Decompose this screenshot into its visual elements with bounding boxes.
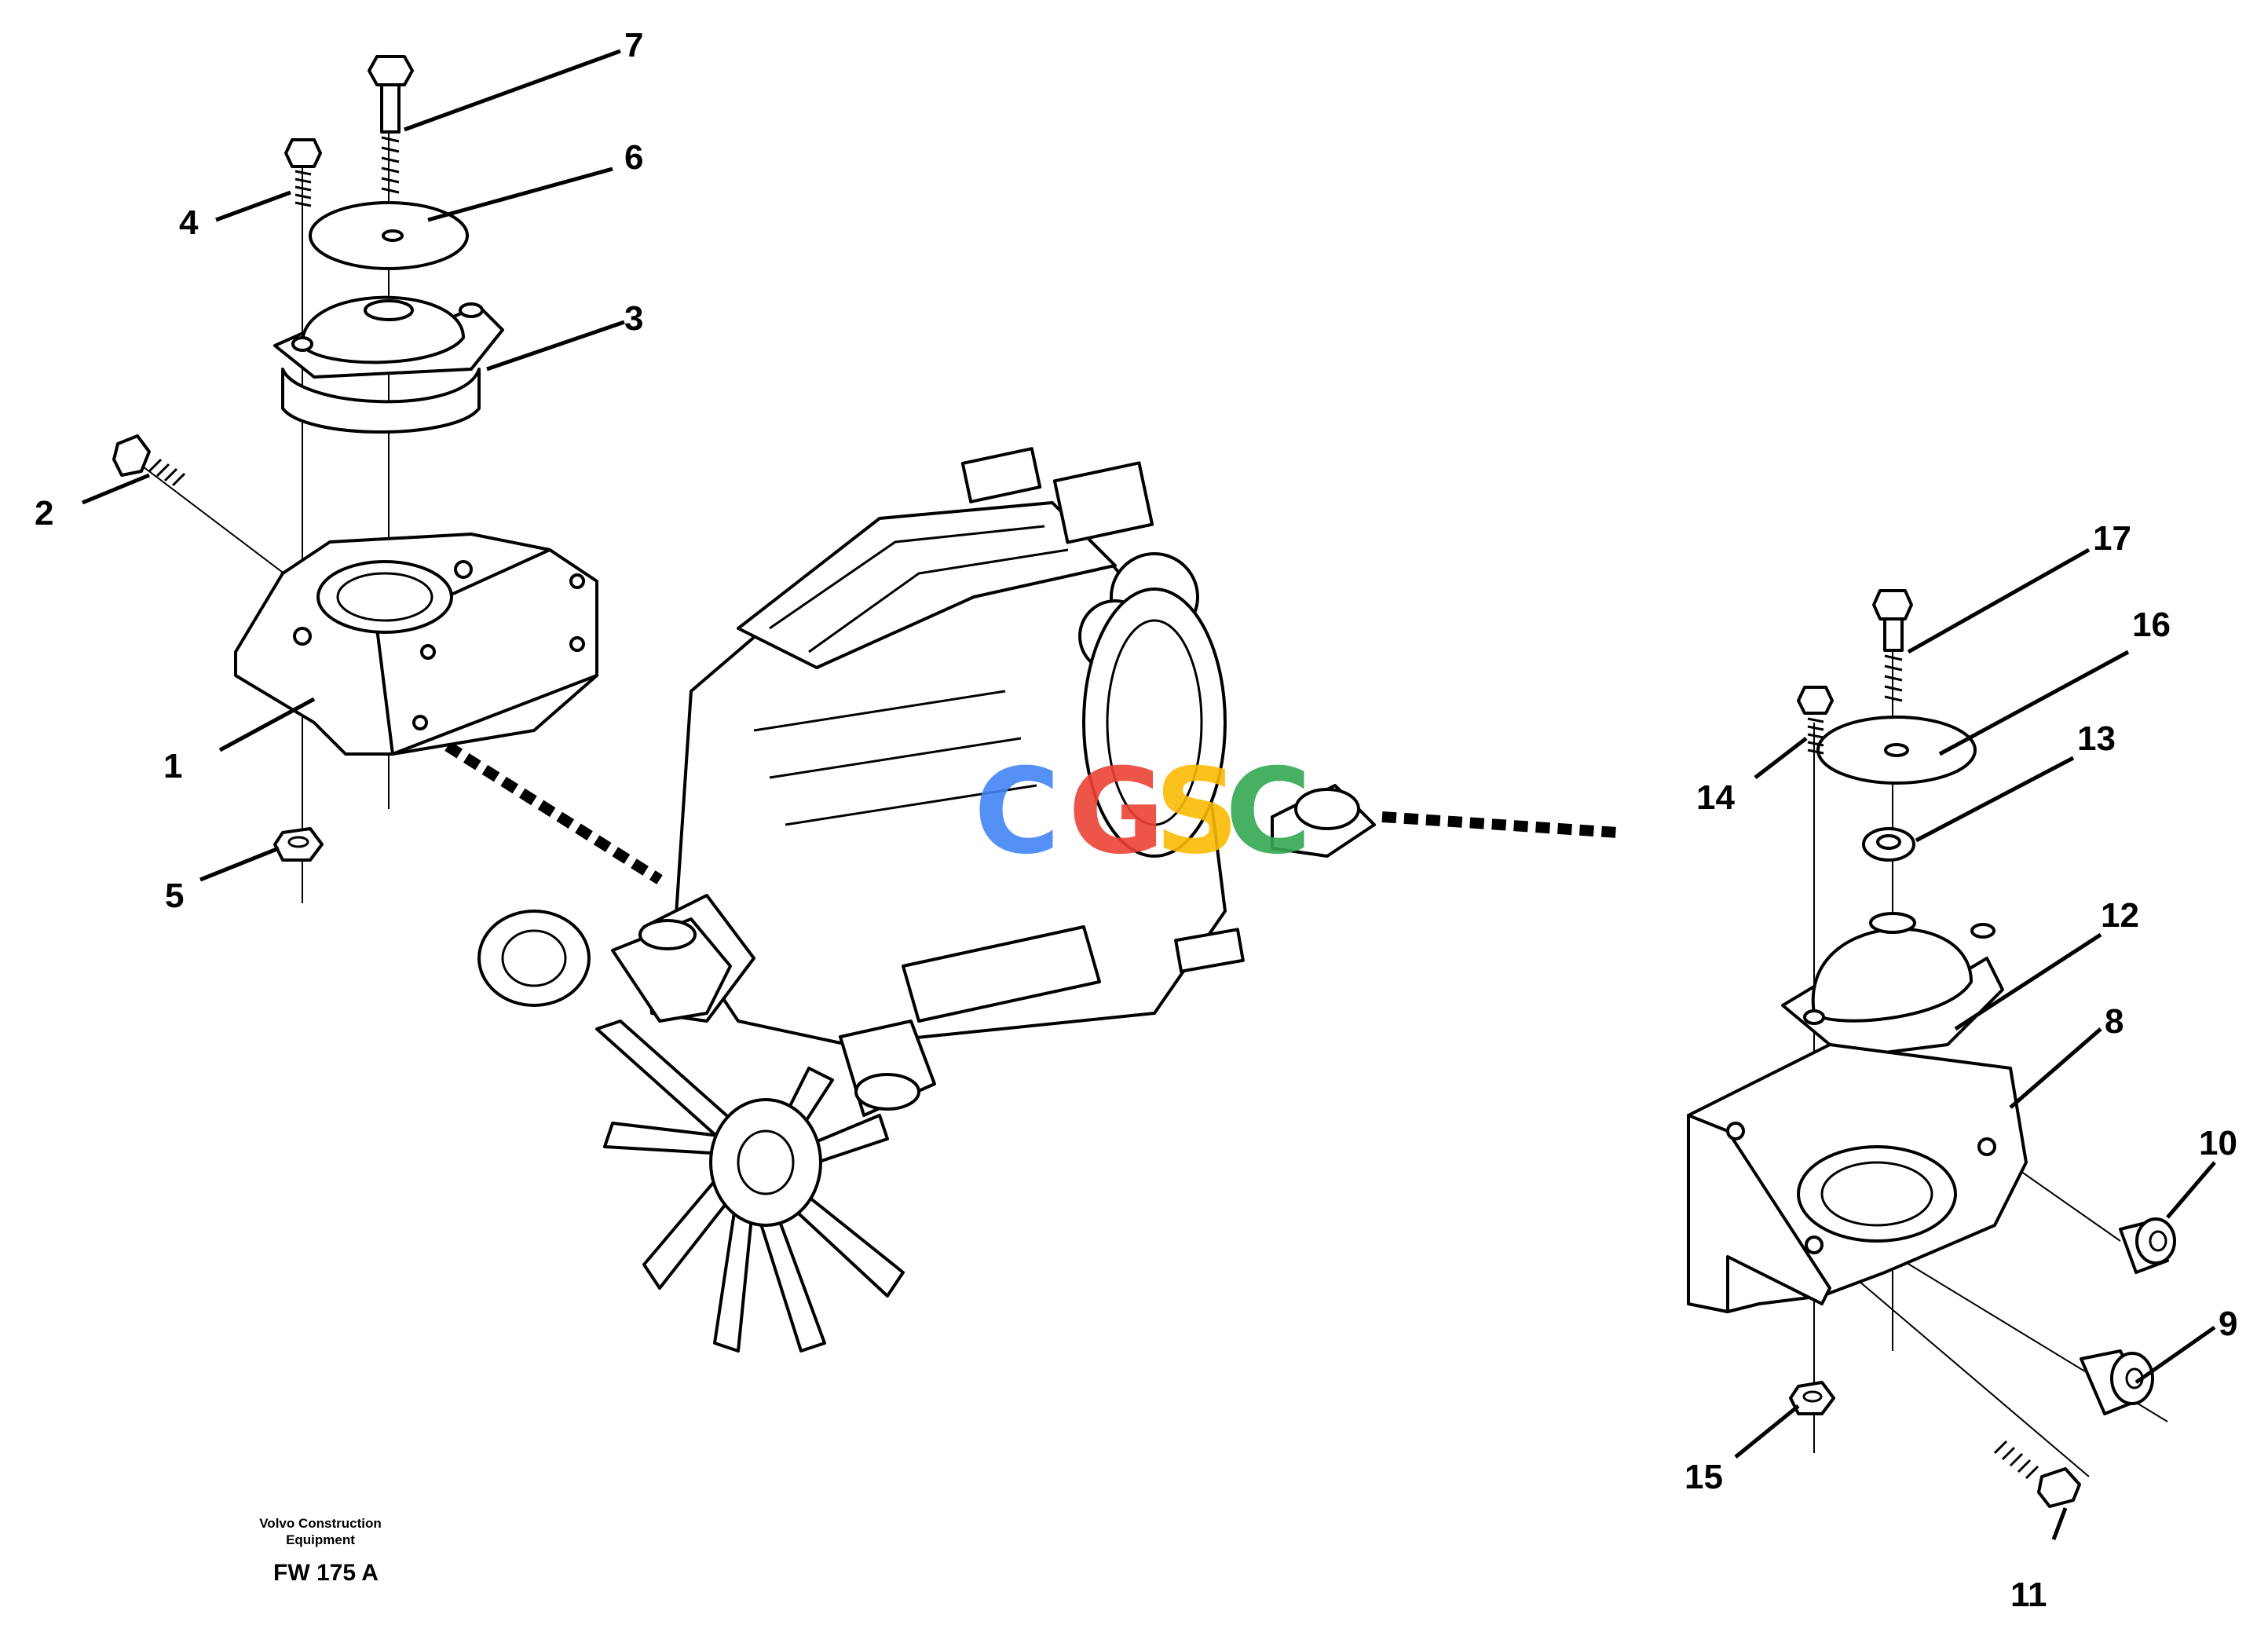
callout-label: 5 xyxy=(165,877,184,915)
callout-label: 7 xyxy=(624,26,643,64)
callout-label: 16 xyxy=(2132,606,2171,644)
washer-part-16 xyxy=(1816,716,1977,785)
bolt-part-7 xyxy=(368,55,414,194)
callout-label: 12 xyxy=(2101,896,2139,935)
callout-label: 13 xyxy=(2077,719,2116,758)
callout-label: 6 xyxy=(624,138,643,177)
bushing-part-9 xyxy=(2080,1349,2154,1415)
left-mount-exploded xyxy=(112,55,598,903)
washer-part-6 xyxy=(309,201,469,270)
spacer-part-13 xyxy=(1862,827,1915,862)
footer: Volvo Construction Equipment FW 175 A xyxy=(259,1516,382,1586)
bolt-part-11 xyxy=(1993,1440,2081,1508)
callout-label: 3 xyxy=(624,299,643,338)
watermark-letter: C xyxy=(1225,744,1311,880)
bushing-part-10 xyxy=(2119,1217,2176,1274)
callout-label: 9 xyxy=(2219,1305,2237,1343)
callout-label: 8 xyxy=(2105,1002,2124,1041)
bracket-part-8 xyxy=(1687,1043,2028,1313)
bolt-part-17 xyxy=(1872,589,1913,702)
callout-label: 4 xyxy=(179,203,199,242)
engine-assembly-illustration xyxy=(477,447,1376,1353)
callout-label: 2 xyxy=(35,494,53,533)
nut-part-5 xyxy=(273,827,324,862)
watermark-letter: S xyxy=(1154,744,1239,880)
rubber-mount-part-3 xyxy=(273,295,504,434)
callouts: 1 2 3 4 5 6 7 8 9 10 11 12 13 14 15 16 1… xyxy=(35,26,2237,1614)
drawing-code: FW 175 A xyxy=(273,1560,379,1586)
callout-label: 1 xyxy=(163,747,182,785)
maker-name-line2: Equipment xyxy=(286,1532,355,1547)
bracket-part-1 xyxy=(234,533,598,756)
callout-label: 11 xyxy=(2010,1576,2047,1614)
watermark-letter: G xyxy=(1068,744,1165,880)
callout-label: 14 xyxy=(1696,778,1735,817)
callout-label: 15 xyxy=(1685,1458,1723,1496)
right-mount-exploded xyxy=(1687,589,2176,1508)
screw-part-4 xyxy=(284,138,322,207)
bolt-part-2 xyxy=(112,434,186,487)
assembly-dash-lines xyxy=(444,741,1619,884)
watermark-letter: C xyxy=(974,744,1060,880)
callout-label: 10 xyxy=(2199,1124,2237,1162)
rubber-mount-part-12 xyxy=(1781,912,2004,1054)
nut-part-15 xyxy=(1789,1381,1835,1415)
fan-illustration xyxy=(595,1020,905,1353)
callout-label: 17 xyxy=(2093,519,2131,558)
watermark: C G S C xyxy=(974,744,1311,880)
maker-name: Volvo Construction xyxy=(259,1516,382,1531)
screw-part-14 xyxy=(1797,686,1834,755)
